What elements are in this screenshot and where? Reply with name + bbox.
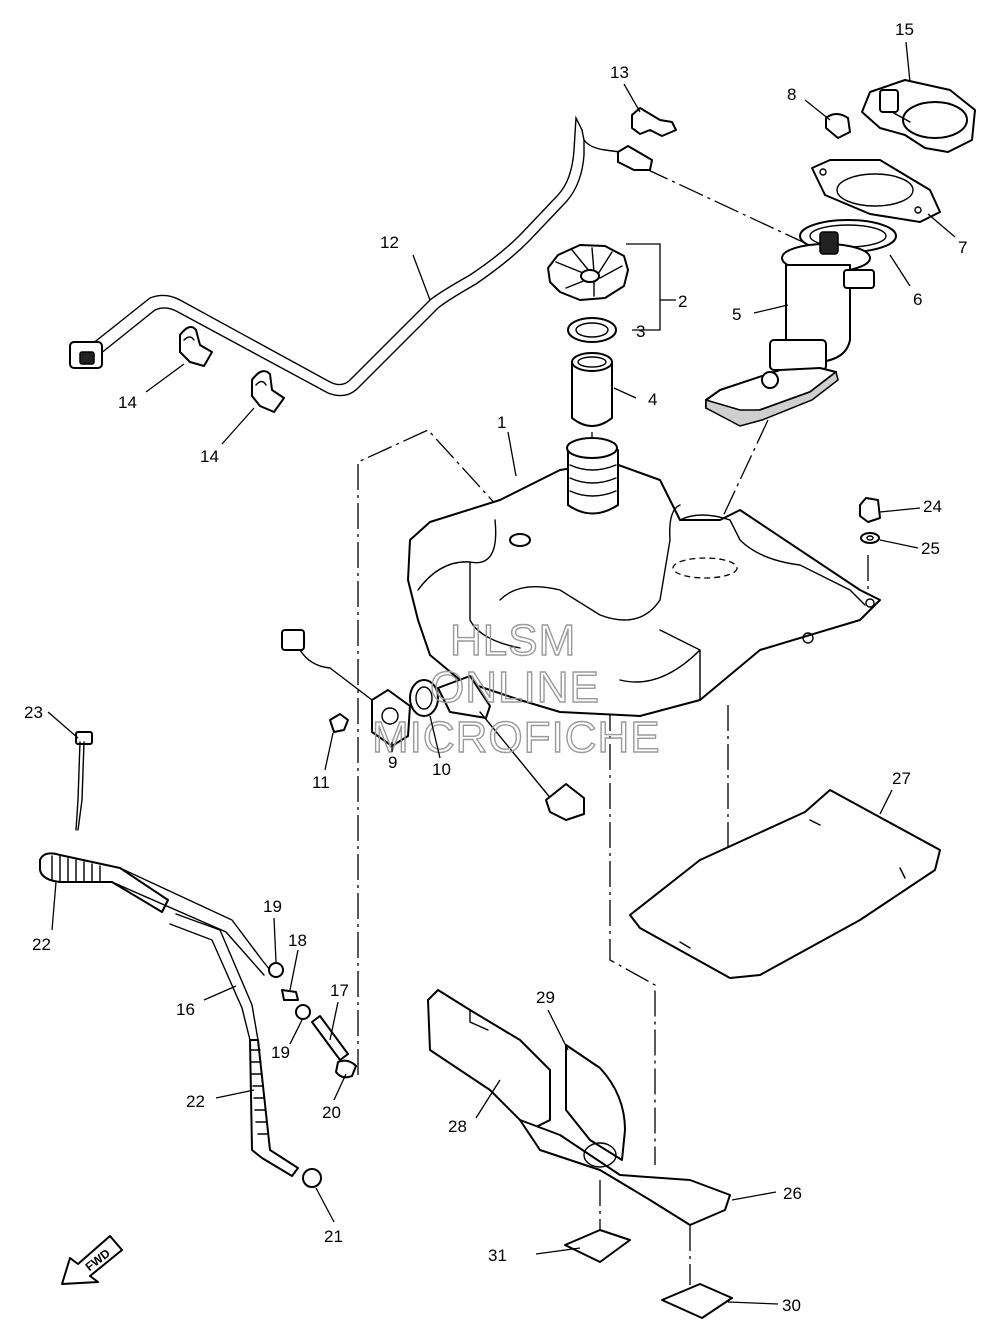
part-20-clamp bbox=[335, 1059, 357, 1079]
callout-16: 16 bbox=[176, 1000, 195, 1019]
callout-30: 30 bbox=[782, 1296, 801, 1315]
part-19-clip-upper bbox=[268, 962, 284, 978]
callout-29: 29 bbox=[536, 988, 555, 1007]
callout-13: 13 bbox=[610, 63, 629, 82]
callout-31: 31 bbox=[488, 1246, 507, 1265]
callout-28: 28 bbox=[448, 1117, 467, 1136]
part-23-cable-tie bbox=[75, 731, 93, 831]
part-22-corrugated-hose-lower bbox=[249, 1039, 299, 1177]
part-21-cap bbox=[302, 1168, 322, 1188]
part-18-joint bbox=[281, 989, 299, 1001]
callout-7: 7 bbox=[958, 238, 967, 257]
part-4-filler-tube bbox=[571, 352, 613, 427]
part-19-clip-lower bbox=[295, 1004, 311, 1020]
callout-14-lower: 14 bbox=[200, 447, 219, 466]
callout-2: 2 bbox=[678, 292, 687, 311]
watermark-line-2: ONLINE bbox=[430, 663, 600, 712]
callout-3: 3 bbox=[636, 322, 645, 341]
part-16-breather-hose bbox=[111, 867, 271, 1041]
part-3-gasket bbox=[567, 317, 617, 343]
part-31-pad bbox=[564, 1229, 631, 1263]
part-25-washer bbox=[860, 532, 880, 544]
part-15-retainer bbox=[861, 79, 976, 153]
part-8-cap-nut bbox=[825, 113, 851, 139]
callout-23: 23 bbox=[24, 703, 43, 722]
callout-20: 20 bbox=[322, 1103, 341, 1122]
part-29-guard-right bbox=[565, 1044, 626, 1161]
callout-11: 11 bbox=[312, 773, 330, 792]
part-11-screw bbox=[329, 713, 349, 733]
part-2-filler-cap bbox=[547, 244, 629, 301]
callout-17: 17 bbox=[330, 981, 349, 1000]
part-14-clamp-lower bbox=[251, 370, 285, 413]
callout-26: 26 bbox=[783, 1184, 802, 1203]
callout-1: 1 bbox=[497, 413, 506, 432]
part-28-guard-left bbox=[427, 989, 551, 1131]
part-12-hose bbox=[69, 115, 621, 397]
part-27-shield bbox=[629, 789, 941, 979]
part-13-connector bbox=[617, 107, 677, 171]
callout-6: 6 bbox=[913, 290, 922, 309]
callout-18: 18 bbox=[288, 931, 307, 950]
part-9-sender-plate bbox=[371, 689, 411, 747]
callout-10: 10 bbox=[432, 760, 451, 779]
callout-22-lower: 22 bbox=[186, 1092, 205, 1111]
part-26-guard-base bbox=[519, 1119, 731, 1226]
part-14-clamp-upper bbox=[179, 325, 213, 367]
callout-19-lower: 19 bbox=[271, 1043, 290, 1062]
part-24-nut bbox=[859, 497, 881, 523]
part-22-corrugated-hose-upper bbox=[39, 852, 169, 913]
part-5-fuel-pump bbox=[705, 231, 875, 427]
callout-24: 24 bbox=[923, 497, 942, 516]
part-1-fuel-tank bbox=[407, 437, 881, 717]
callout-19-upper: 19 bbox=[263, 897, 282, 916]
callout-5: 5 bbox=[732, 305, 741, 324]
callout-leader-lines bbox=[47, 41, 956, 1305]
part-7-plate bbox=[811, 159, 941, 223]
watermark-line-1: HLSM bbox=[450, 616, 576, 665]
callout-8: 8 bbox=[787, 85, 796, 104]
callout-14-upper: 14 bbox=[118, 393, 137, 412]
watermark: HLSM ONLINE MICROFICHE bbox=[371, 615, 661, 762]
part-30-pad bbox=[661, 1283, 733, 1319]
callout-21: 21 bbox=[324, 1227, 343, 1246]
callout-12: 12 bbox=[380, 233, 399, 252]
callout-15: 15 bbox=[895, 20, 914, 39]
forward-arrow-icon: FWD bbox=[61, 1235, 123, 1285]
callout-27: 27 bbox=[892, 769, 911, 788]
callout-9: 9 bbox=[388, 753, 397, 772]
callout-4: 4 bbox=[648, 390, 657, 409]
callout-numbers: 1 2 3 4 5 6 7 8 9 10 11 12 13 14 14 15 1… bbox=[24, 20, 967, 1315]
callout-25: 25 bbox=[921, 539, 940, 558]
watermark-line-3: MICROFICHE bbox=[372, 713, 661, 762]
callout-22-upper: 22 bbox=[32, 935, 51, 954]
part-10-sender-gauge bbox=[281, 629, 585, 821]
